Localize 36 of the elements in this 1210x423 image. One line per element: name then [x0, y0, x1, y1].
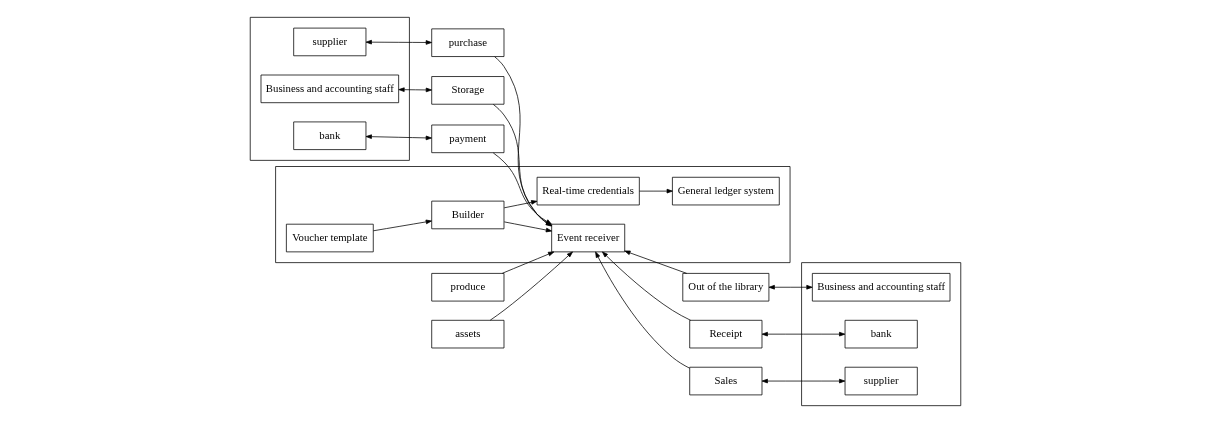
node-box: assets: [430, 319, 504, 349]
arrow: [489, 251, 573, 321]
node-box: produce: [430, 273, 504, 302]
node-box: Sales: [688, 366, 762, 396]
node-box: Business and accounting staff: [260, 74, 399, 104]
arrow: [365, 39, 432, 45]
arrow: [372, 219, 432, 232]
cluster: [800, 262, 961, 407]
node-box: Real-time credentials: [536, 176, 640, 206]
arrow: [601, 251, 691, 321]
arrow: [365, 134, 432, 141]
cluster: [274, 166, 790, 264]
arrow: [638, 188, 673, 194]
arrow: [761, 378, 845, 384]
node-box: purchase: [430, 28, 504, 57]
node-box: Storage: [430, 76, 504, 105]
arrow: [397, 87, 432, 93]
arrow: [594, 251, 690, 369]
node-box: bank: [292, 121, 366, 150]
cluster: [249, 16, 410, 161]
node-box: Receipt: [688, 319, 762, 349]
node-box: supplier: [292, 27, 366, 57]
node-box: Builder: [430, 200, 504, 230]
arrow: [501, 251, 554, 274]
arrow: [623, 250, 687, 274]
node-box: Voucher template: [285, 223, 374, 253]
node-box: Event receiver: [550, 223, 625, 253]
node-box: bank: [844, 319, 918, 349]
arrow: [761, 331, 845, 337]
node-box: supplier: [844, 366, 918, 396]
arrow: [503, 200, 537, 209]
node-box: General ledger system: [671, 176, 780, 206]
node-box: Business and accounting staff: [811, 273, 950, 302]
node-box: payment: [430, 124, 504, 154]
node-box: Out of the library: [681, 273, 769, 302]
arrow: [768, 284, 812, 290]
